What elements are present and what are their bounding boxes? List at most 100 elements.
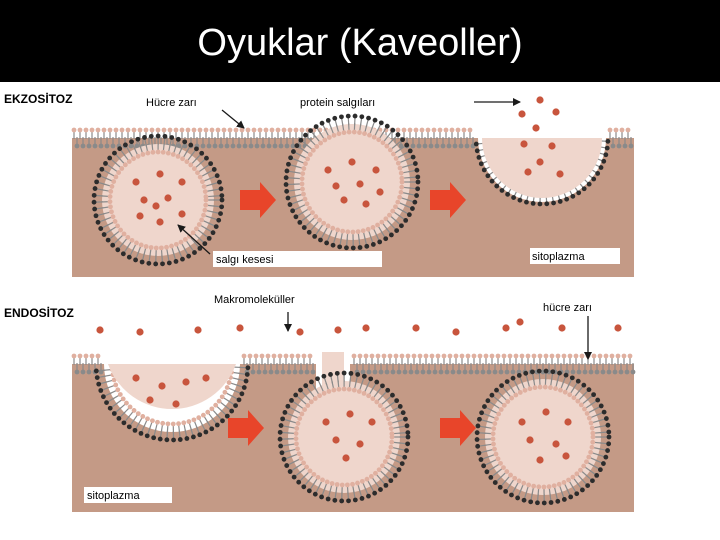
lipid-head <box>110 243 115 248</box>
lipid-head <box>188 163 193 168</box>
lipid-head <box>494 452 499 457</box>
lipid-head <box>518 390 523 395</box>
lipid-head <box>509 396 514 401</box>
lipid-head <box>244 379 249 384</box>
lipid-head <box>301 484 306 489</box>
lipid-head <box>415 186 420 191</box>
exo-secreted-protein-label: protein salgıları <box>300 97 375 109</box>
lipid-head <box>112 411 117 416</box>
lipid-head <box>352 354 357 359</box>
lipid-head <box>126 128 131 133</box>
lipid-head <box>331 388 336 393</box>
lipid-head <box>607 435 612 440</box>
lipid-head <box>448 354 453 359</box>
macromolecule <box>172 400 179 407</box>
lipid-head <box>286 196 291 201</box>
lipid-head <box>537 369 542 374</box>
lipid-head <box>97 173 102 178</box>
lipid-head <box>562 480 567 485</box>
lipid-head <box>298 388 303 393</box>
lipid-head <box>360 479 365 484</box>
secretory-granule <box>324 166 331 173</box>
lipid-head <box>362 391 367 396</box>
secreted-protein <box>520 140 527 147</box>
secretory-granule <box>372 166 379 173</box>
lipid-head <box>130 238 135 243</box>
lipid-head <box>379 370 384 375</box>
lipid-head <box>383 459 388 464</box>
lipid-head <box>321 221 326 226</box>
lipid-head <box>389 233 394 238</box>
lipid-head <box>399 176 404 181</box>
lipid-head <box>393 204 398 209</box>
lipid-head <box>447 144 452 149</box>
lipid-head <box>218 211 223 216</box>
lipid-head <box>351 246 356 251</box>
lipid-head <box>156 134 161 139</box>
macromolecule <box>182 378 189 385</box>
slide-title: Oyuklar (Kaveoller) <box>0 24 720 62</box>
lipid-head <box>494 416 499 421</box>
lipid-head <box>453 144 458 149</box>
lipid-head <box>576 190 581 195</box>
lipid-head <box>305 201 310 206</box>
lipid-head <box>587 416 592 421</box>
lipid-head <box>300 187 305 192</box>
lipid-head <box>484 354 489 359</box>
lipid-head <box>494 184 499 189</box>
lipid-head <box>595 171 600 176</box>
lipid-head <box>381 407 386 412</box>
lipid-head <box>225 144 230 149</box>
lipid-head <box>355 481 360 486</box>
lipid-head <box>179 240 184 245</box>
lipid-head <box>384 144 389 149</box>
lipid-head <box>122 232 127 237</box>
macromolecule <box>368 418 375 425</box>
lipid-head <box>171 152 176 157</box>
lipid-head <box>577 370 582 375</box>
lipid-head <box>342 371 347 376</box>
lipid-head <box>522 498 527 503</box>
lipid-head <box>196 415 201 420</box>
lipid-head <box>490 179 495 184</box>
lipid-head <box>318 238 323 243</box>
lipid-head <box>388 354 393 359</box>
lipid-head <box>309 399 314 404</box>
lipid-head <box>405 430 410 435</box>
lipid-head <box>376 137 381 142</box>
lipid-head <box>93 186 98 191</box>
lipid-head <box>215 423 220 428</box>
lipid-head <box>300 176 305 181</box>
lipid-head <box>599 404 604 409</box>
lipid-head <box>588 450 593 455</box>
lipid-head <box>119 166 124 171</box>
lipid-head <box>479 410 484 415</box>
lipid-head <box>188 143 193 148</box>
lipid-head <box>459 144 464 149</box>
lipid-head <box>111 144 116 149</box>
lipid-head <box>572 395 577 400</box>
lipid-head <box>104 400 109 405</box>
lipid-head <box>331 243 336 248</box>
lipid-head <box>294 214 299 219</box>
lipid-head <box>284 463 289 468</box>
lipid-head <box>511 376 516 381</box>
lipid-head <box>270 128 275 133</box>
lipid-head <box>628 354 633 359</box>
macromolecule <box>356 440 363 447</box>
lipid-head <box>396 132 401 137</box>
lipid-head <box>307 230 312 235</box>
macromolecule <box>552 440 559 447</box>
lipid-head <box>153 262 158 267</box>
lipid-head <box>209 426 214 431</box>
lipid-head <box>294 143 299 148</box>
lipid-head <box>371 242 376 247</box>
lipid-head <box>293 370 298 375</box>
lipid-head <box>590 440 595 445</box>
lipid-head <box>181 420 186 425</box>
secretory-granule <box>332 182 339 189</box>
lipid-head <box>161 150 166 155</box>
lipid-head <box>517 373 522 378</box>
lipid-head <box>121 397 126 402</box>
lipid-head <box>113 383 118 388</box>
